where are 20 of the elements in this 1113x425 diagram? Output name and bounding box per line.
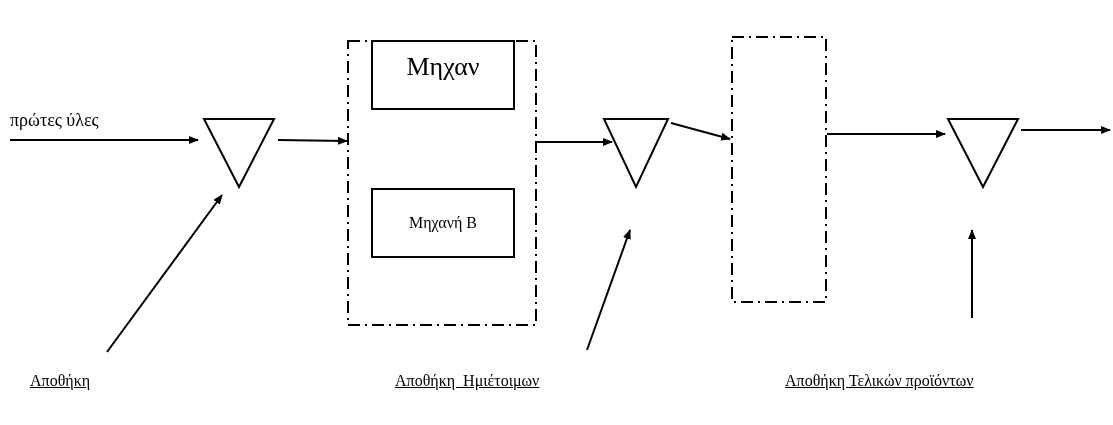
dash-dot-frame [731, 36, 827, 303]
machine-box: Μηχαν [371, 40, 515, 110]
arrow [1020, 126, 1111, 134]
dash-dot-frame [347, 40, 537, 326]
storage-label: Αποθήκη [30, 372, 91, 390]
arrow [670, 122, 731, 141]
machine-box: Μηχανή Β [371, 188, 515, 258]
storage-triangle [947, 118, 1019, 188]
arrow [536, 138, 613, 146]
storage-triangle [603, 118, 669, 188]
arrow [106, 194, 223, 353]
storage-label: Αποθήκη Τελικών προϊόντων [785, 372, 974, 390]
arrow [277, 136, 348, 145]
storage-label: Αποθήκη Ημιέτοιμων [395, 372, 540, 390]
arrow [586, 229, 631, 351]
edge-label: πρώτες ύλες [10, 110, 99, 131]
arrow [826, 130, 946, 138]
arrow [9, 136, 199, 144]
storage-triangle [203, 118, 275, 188]
arrow [968, 229, 976, 319]
